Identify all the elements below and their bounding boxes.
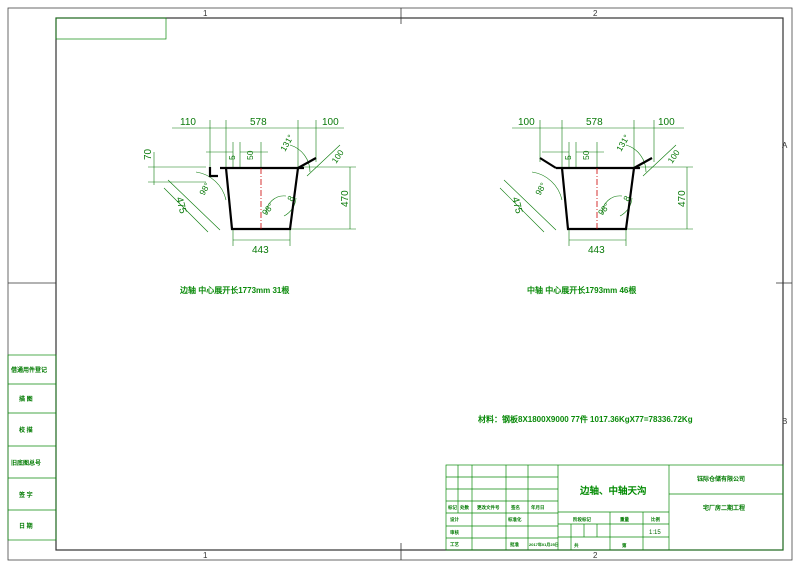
left-dim-8: 8 [285, 194, 296, 203]
cell-approve-date: 2017年01月25日 [529, 541, 559, 547]
right-angle-98a: 98° [533, 181, 548, 197]
cell-check: 审核 [450, 529, 459, 536]
left-dim-475: 475 [173, 196, 188, 215]
title-block [445, 464, 784, 551]
left-dim-443: 443 [252, 245, 269, 256]
left-dim-100-slope: 100 [329, 148, 345, 166]
drawing-title: 边轴、中轴天沟 [579, 485, 647, 497]
cell-total: 共 [574, 542, 579, 549]
zone-label-2-bottom: 2 [593, 551, 598, 560]
left-angle-98b: 98° [260, 201, 276, 217]
left-dim-5: 5 [227, 155, 237, 160]
left-dim-470: 470 [340, 190, 351, 207]
right-angle-131: 131° [614, 133, 631, 153]
cell-sheet: 第 [622, 542, 627, 549]
top-left-box [55, 17, 167, 40]
right-dim-100-left: 100 [518, 117, 535, 128]
right-dim-100-slope: 100 [665, 148, 681, 166]
right-dim-100-right: 100 [658, 117, 675, 128]
cell-mark: 标记 [447, 504, 457, 511]
right-dim-5: 5 [563, 155, 573, 160]
stamp-label-5: 日 期 [19, 522, 33, 530]
cell-approve: 批准 [510, 541, 519, 548]
cell-std: 标准化 [507, 516, 522, 523]
zone-label-1-bottom: 1 [203, 551, 208, 560]
stamp-label-1: 描 图 [19, 395, 33, 403]
left-dim-578: 578 [250, 117, 267, 128]
stamp-label-3: 旧底图总号 [11, 459, 41, 467]
zone-label-2-top: 2 [593, 9, 598, 18]
right-gutter-profile: 100 578 100 5 50 131° 100 98° 475 98° 8 … [499, 117, 693, 256]
zone-label-1-top: 1 [203, 9, 208, 18]
stamp-label-0: 借通用件登记 [10, 366, 47, 374]
right-dim-8: 8 [621, 194, 632, 203]
left-stamp-table [7, 354, 57, 541]
cell-stage: 阶段标记 [573, 516, 591, 523]
right-dim-443: 443 [588, 245, 605, 256]
zone-label-b: B [782, 417, 787, 426]
cell-ratio: 比例 [651, 516, 660, 523]
inner-border [55, 17, 784, 551]
cell-design: 设计 [450, 516, 459, 523]
zone-label-a: A [782, 141, 788, 150]
cell-date: 年月日 [531, 504, 545, 511]
cell-change-doc: 更改文件号 [477, 504, 500, 511]
right-dim-50: 50 [581, 150, 591, 160]
left-dim-50: 50 [245, 150, 255, 160]
company-name: 钰际仓储有限公司 [697, 475, 745, 483]
outer-border [7, 7, 793, 561]
right-dim-470: 470 [677, 190, 688, 207]
left-gutter-profile: 110 578 100 70 5 50 131° 100 98° 475 98°… [143, 117, 356, 256]
left-angle-98a: 98° [197, 181, 212, 197]
cell-weight: 重量 [620, 516, 629, 523]
scale-value: 1:15 [649, 530, 661, 536]
left-dim-110: 110 [180, 117, 196, 128]
cell-count: 处数 [459, 504, 469, 511]
stamp-label-4: 签 字 [18, 491, 33, 499]
right-profile-caption: 中轴 中心展开长1793mm 46根 [527, 285, 636, 295]
left-angle-131: 131° [278, 133, 295, 153]
project-name: 宅厂房二期工程 [703, 504, 745, 512]
right-dim-475: 475 [509, 196, 524, 215]
right-dim-578: 578 [586, 117, 603, 128]
left-dim-100-top: 100 [322, 117, 339, 128]
right-angle-98b: 98° [596, 201, 612, 217]
material-note: 材料：钢板8X1800X9000 77件 1017.36KgX77=78336.… [478, 414, 693, 424]
cell-craft: 工艺 [450, 541, 459, 548]
cell-sign: 签名 [510, 504, 520, 511]
left-dim-70: 70 [143, 148, 154, 160]
left-profile-caption: 边轴 中心展开长1773mm 31根 [179, 285, 289, 295]
stamp-label-2: 校 描 [19, 426, 33, 434]
